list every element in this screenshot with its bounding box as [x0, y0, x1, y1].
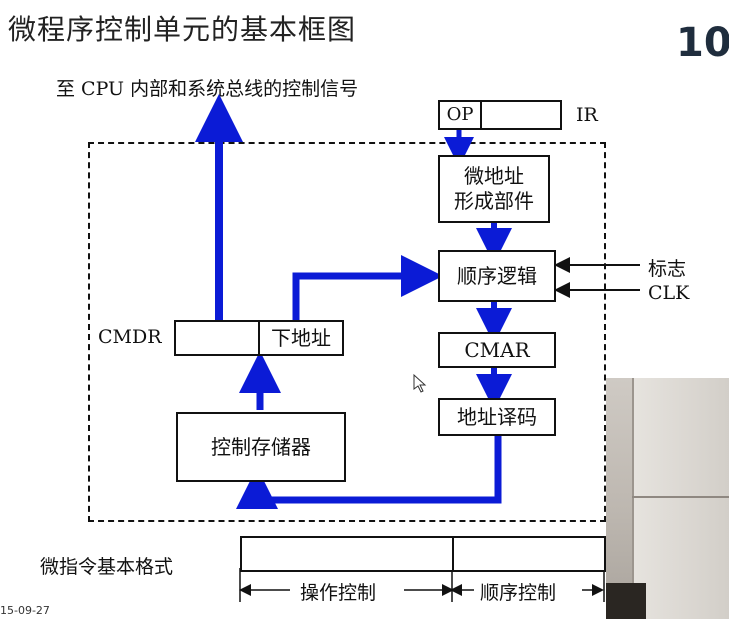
cmdr-control-field	[174, 320, 260, 356]
format-caption: 微指令基本格式	[40, 556, 174, 578]
ir-op-field: OP	[438, 100, 482, 130]
control-unit-boundary	[88, 142, 606, 522]
decoder-to-store-arrow	[236, 434, 502, 509]
control-signal-label: 至 CPU 内部和系统总线的控制信号	[56, 78, 359, 100]
format-seq-field-label: 顺序控制	[480, 582, 557, 604]
ir-label: IR	[576, 104, 598, 126]
slide-title: 微程序控制单元的基本框图	[8, 13, 357, 46]
nextaddr-to-seq-arrow	[292, 255, 443, 320]
date-stamp: 15-09-27	[0, 604, 50, 617]
micro-address-generator: 微地址 形成部件	[438, 155, 550, 223]
clk-label: CLK	[648, 282, 690, 304]
slide-number: 10	[676, 20, 729, 66]
cmdr-next-address-field: 下地址	[258, 320, 344, 356]
cmar-register: CMAR	[438, 332, 556, 368]
format-op-field-label: 操作控制	[300, 582, 377, 604]
presenter-video-overlay	[606, 378, 729, 619]
control-store: 控制存储器	[176, 412, 346, 482]
ir-remaining-field	[480, 100, 562, 130]
format-op-field-box	[240, 536, 454, 572]
sequence-logic: 顺序逻辑	[438, 250, 556, 302]
address-decoder: 地址译码	[438, 398, 556, 436]
cmdr-label: CMDR	[98, 326, 162, 348]
format-seq-field-box	[452, 536, 606, 572]
flag-label: 标志	[648, 258, 687, 280]
